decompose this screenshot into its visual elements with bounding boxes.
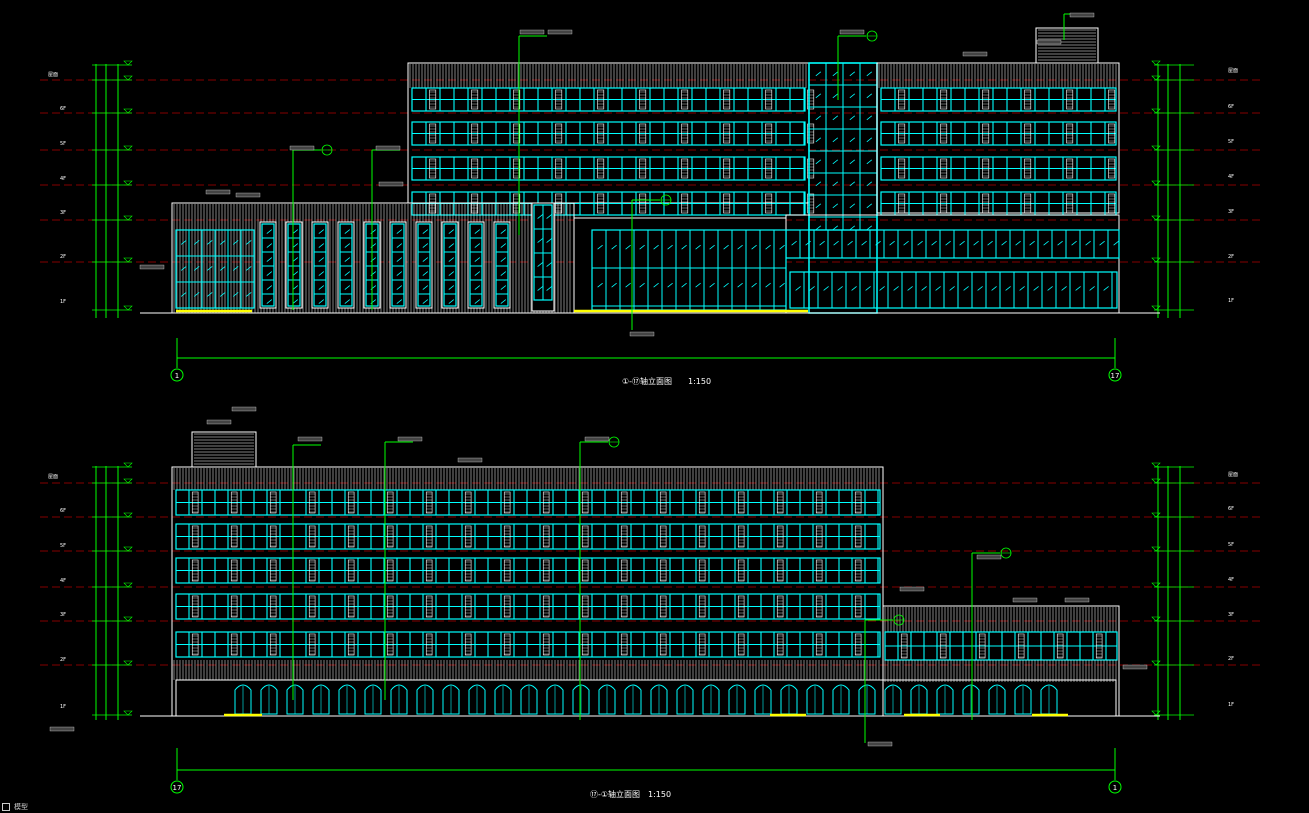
floor-label: 6F [60,106,66,112]
floor-label: 5F [1228,139,1234,145]
floor-label: 5F [1228,542,1234,548]
floor-label: 屋面 [1228,68,1238,74]
axis-bubble-1a: 1 [170,368,184,382]
floor-label: 2F [1228,254,1234,260]
floor-label: 5F [60,543,66,549]
elevation-2 [40,406,1260,780]
status-bar: 模型 [0,802,80,813]
axis-bubble-17a: 17 [1108,368,1122,382]
floor-label: 3F [1228,612,1234,618]
elevation-2-title: ⑰-①轴立面图 [590,789,640,799]
svg-text:17: 17 [173,784,182,792]
svg-text:1: 1 [175,372,179,380]
floor-level-labels: 屋面 6F 5F 4F 3F 2F 1F 屋面 6F 5F 4F 3F 2F 1… [48,68,1238,710]
floor-label: 3F [1228,209,1234,215]
floor-label: 2F [1228,656,1234,662]
floor-label: 4F [1228,577,1234,583]
elevation-1-scale: 1:150 [688,377,711,386]
elevation-1 [40,12,1260,368]
axis-bubble-1b: 1 [1108,780,1122,794]
floor-label: 屋面 [1228,472,1238,478]
floor-label: 屋面 [48,474,58,480]
floor-label: 3F [60,612,66,618]
floor-label: 1F [1228,298,1234,304]
elevation-2-scale: 1:150 [648,790,671,799]
floor-label: 4F [60,578,66,584]
floor-label: 6F [60,508,66,514]
floor-label: 5F [60,141,66,147]
floor-label: 6F [1228,506,1234,512]
axis-bubble-17b: 17 [170,780,184,794]
floor-label: 屋面 [48,72,58,78]
floor-label: 6F [1228,104,1234,110]
floor-label: 1F [1228,702,1234,708]
floor-label: 3F [60,210,66,216]
floor-label: 4F [60,176,66,182]
layout-icon[interactable] [2,803,10,811]
svg-text:1: 1 [1113,784,1117,792]
floor-label: 2F [60,254,66,260]
elevation-1-title: ①-⑰轴立面图 [622,376,672,386]
floor-label: 2F [60,657,66,663]
floor-label: 1F [60,299,66,305]
floor-label: 1F [60,704,66,710]
floor-label: 4F [1228,174,1234,180]
svg-text:17: 17 [1111,372,1120,380]
status-text: 模型 [14,803,28,811]
